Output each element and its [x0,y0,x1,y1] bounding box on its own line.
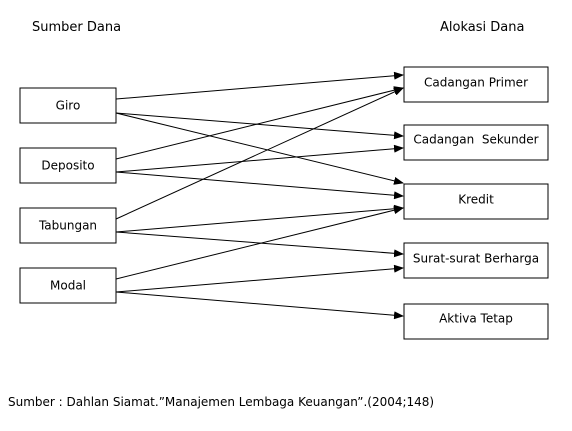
sources-heading: Sumber Dana [32,20,121,35]
allocation-label-aktiva-tetap: Aktiva Tetap [439,312,513,326]
source-label-giro: Giro [56,99,81,113]
arrow-giro-to-cadangan-sekunder [115,112,404,140]
arrow-giro-to-kredit [115,112,404,185]
arrow-modal-to-surat-surat-berharga [115,264,404,293]
arrow-tabungan-to-kredit [115,204,404,233]
arrow-modal-to-kredit [115,206,404,280]
source-label-deposito: Deposito [41,159,94,173]
allocation-node-cadangan-sekunder: Cadangan Sekunder [403,124,549,161]
arrow-deposito-to-cadangan-primer [115,86,404,160]
arrow-giro-to-cadangan-primer [115,71,404,100]
allocation-label-kredit: Kredit [458,193,494,207]
edges-layer [115,71,404,320]
arrow-deposito-to-cadangan-sekunder [115,144,404,173]
arrow-modal-to-aktiva-tetap [115,291,404,320]
allocation-node-cadangan-primer: Cadangan Primer [403,66,549,103]
source-label-tabungan: Tabungan [38,219,97,233]
source-node-modal: Modal [19,267,117,304]
source-label-modal: Modal [50,279,86,293]
allocation-node-aktiva-tetap: Aktiva Tetap [403,303,549,340]
allocation-label-cadangan-primer: Cadangan Primer [424,76,528,90]
allocation-node-kredit: Kredit [403,183,549,220]
arrow-deposito-to-kredit [115,171,404,200]
arrow-tabungan-to-cadangan-primer [115,87,404,220]
allocation-label-surat-surat-berharga: Surat-surat Berharga [413,252,539,266]
source-node-giro: Giro [19,87,117,124]
source-node-deposito: Deposito [19,147,117,184]
allocation-label-cadangan-sekunder: Cadangan Sekunder [413,133,538,147]
source-node-tabungan: Tabungan [19,207,117,244]
source-caption: Sumber : Dahlan Siamat.”Manajemen Lembag… [8,395,434,409]
allocation-node-surat-surat-berharga: Surat-surat Berharga [403,242,549,279]
allocations-heading: Alokasi Dana [440,20,524,35]
